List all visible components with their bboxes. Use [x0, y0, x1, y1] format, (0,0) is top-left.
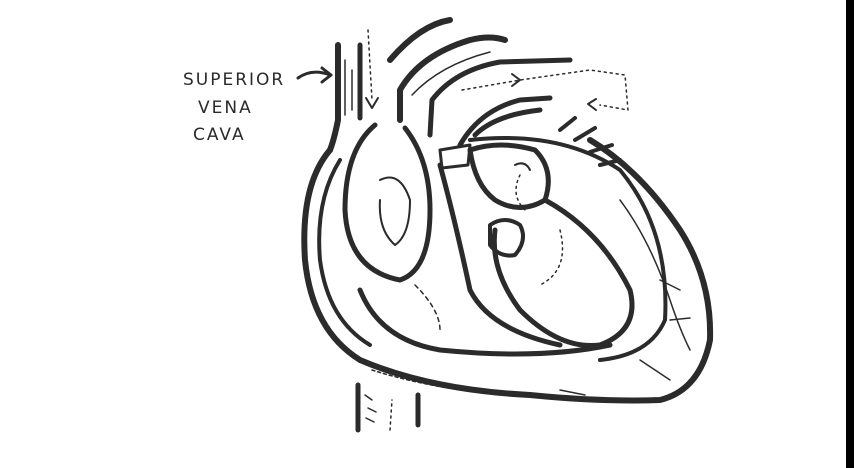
- right-edge-bar: [846, 0, 854, 468]
- svc-label-line3: CAVA: [193, 124, 246, 146]
- svc-pointer-arrow: [298, 68, 331, 82]
- pulmonary-valve: [440, 145, 470, 168]
- superior-vena-cava: [330, 45, 360, 150]
- left-atrium: [470, 145, 548, 208]
- right-atrium: [345, 125, 430, 280]
- svc-label-line1: SUPERIOR: [183, 69, 285, 91]
- inferior-vena-cava: [358, 385, 418, 430]
- outer-heart-wall: [304, 140, 710, 400]
- svc-label-line2: VENA: [198, 97, 253, 119]
- coronary-vessels: [560, 200, 690, 395]
